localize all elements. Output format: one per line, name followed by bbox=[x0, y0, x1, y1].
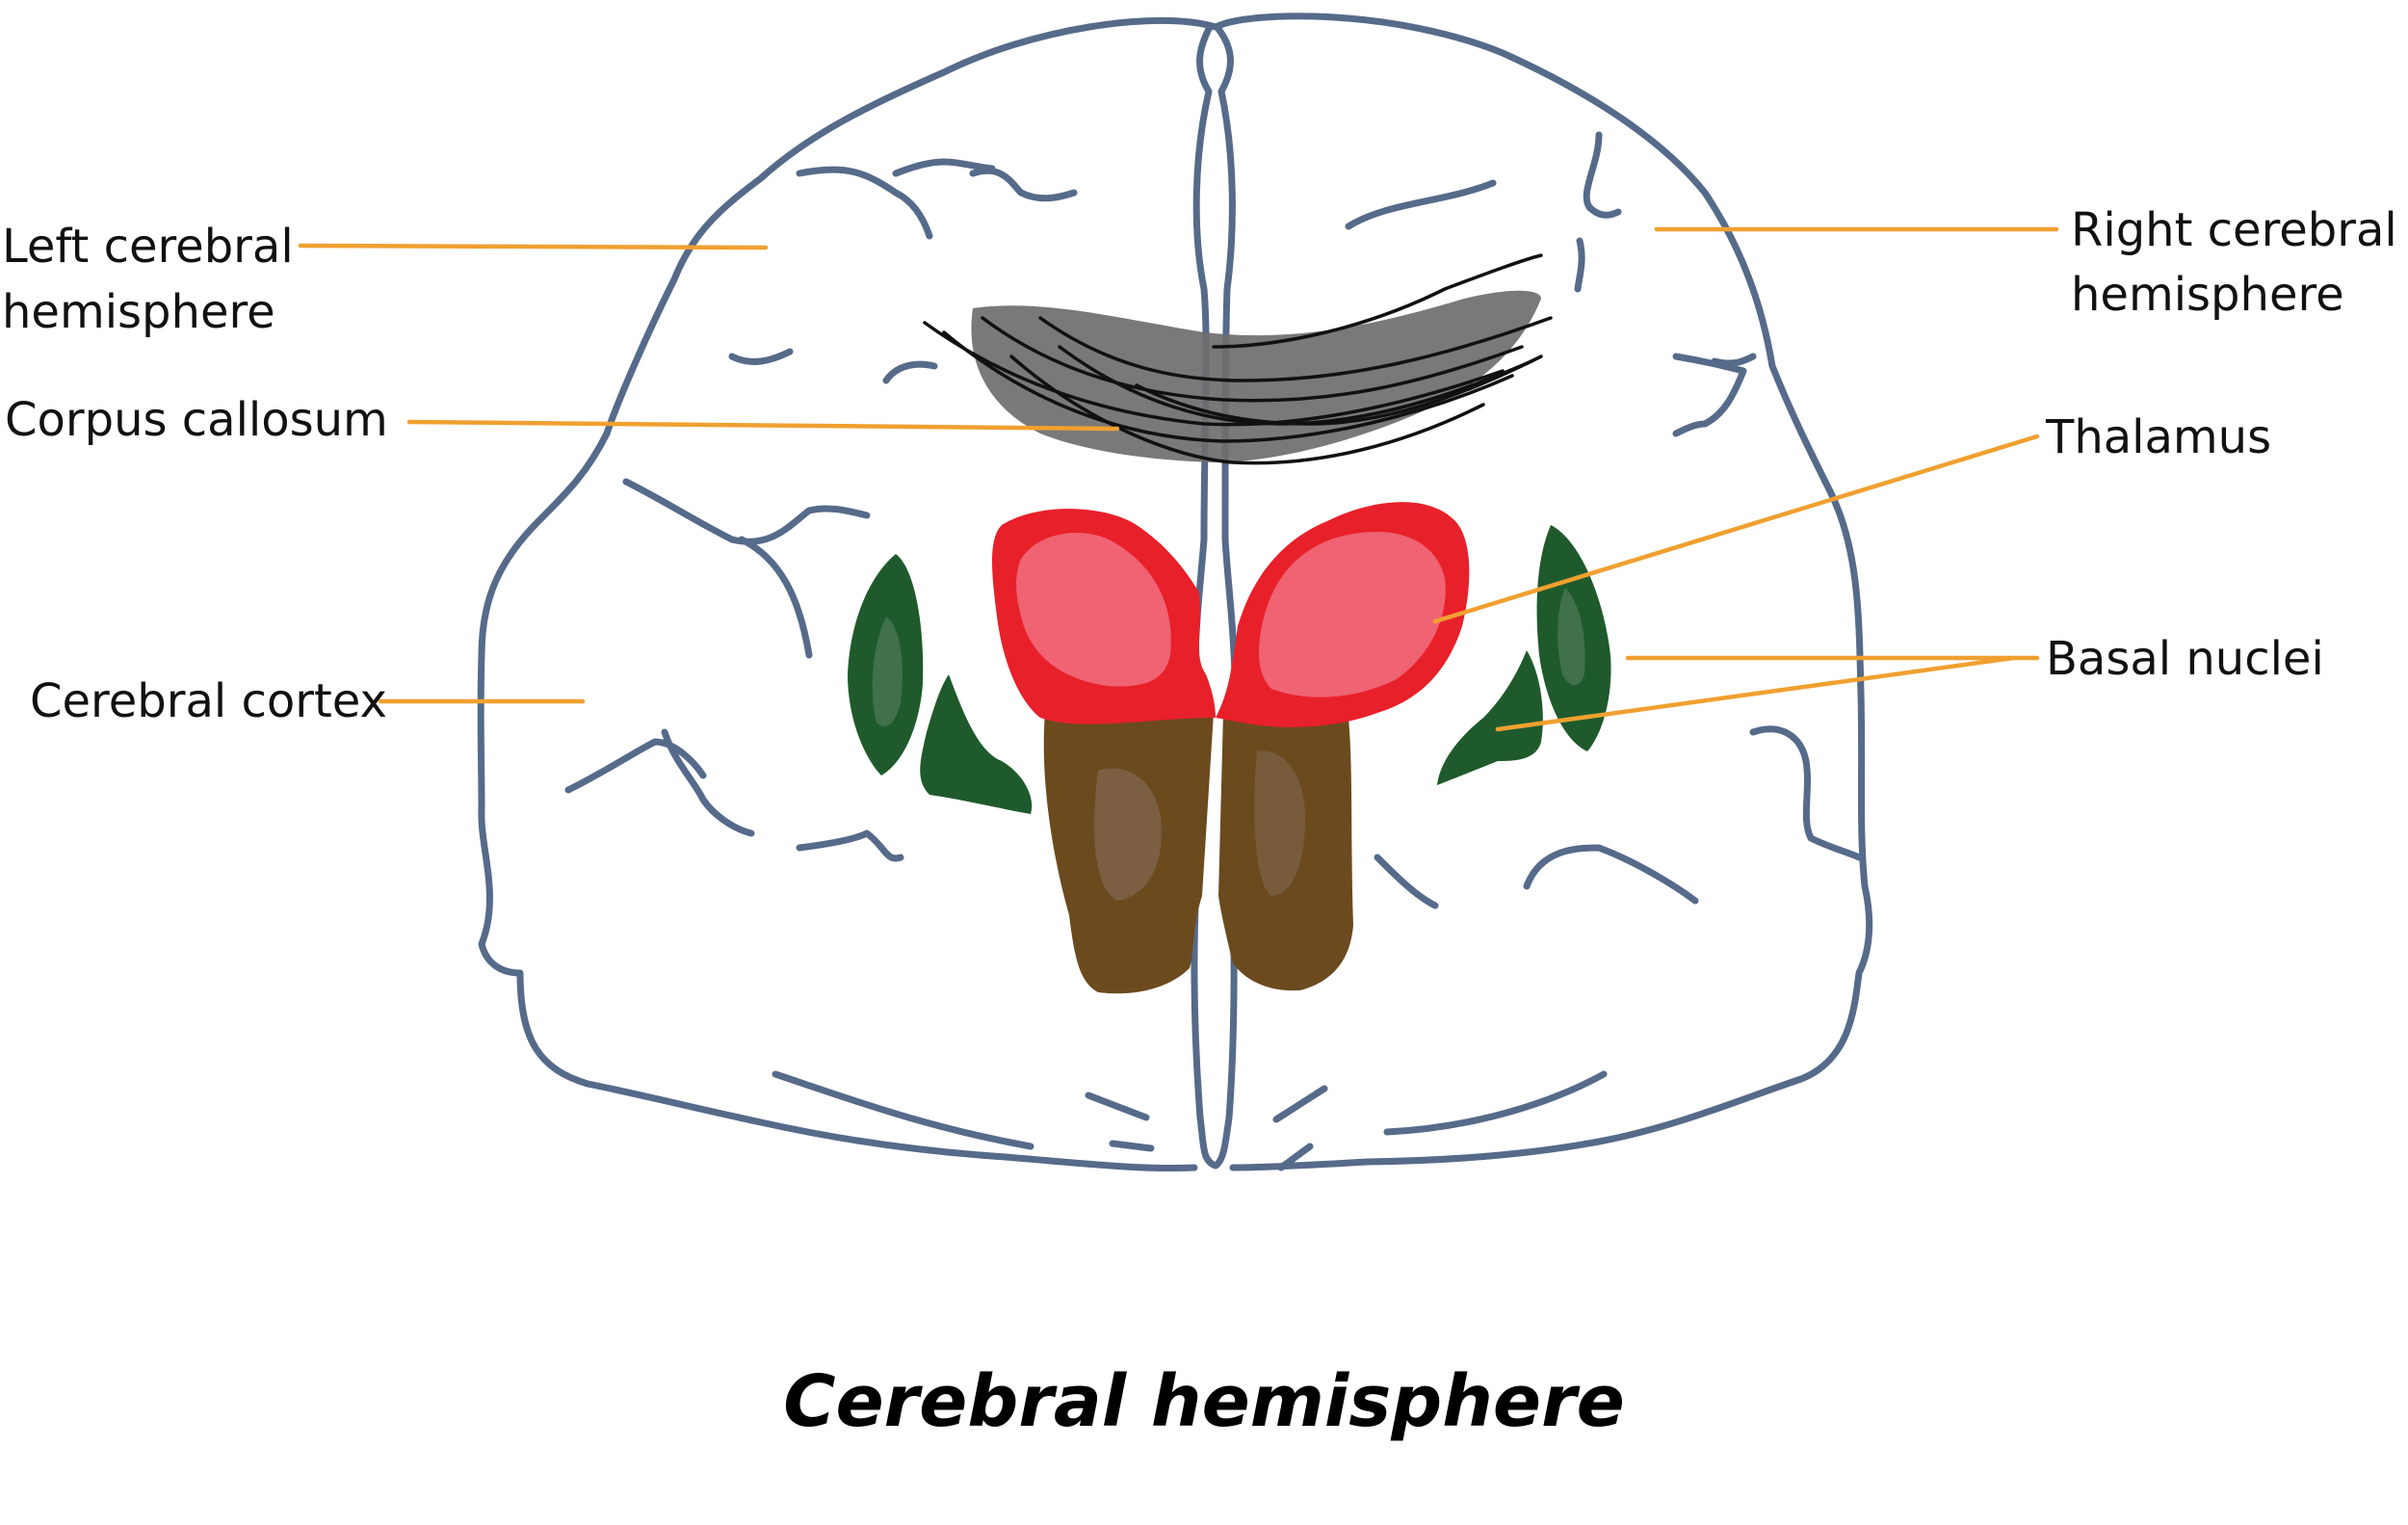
label-corpus-callosum: Corpus callosum bbox=[5, 393, 388, 447]
brainstem-right bbox=[1218, 713, 1353, 991]
sulcus bbox=[892, 158, 996, 177]
diagram-title: Cerebral hemisphere bbox=[783, 1360, 1625, 1443]
lower-arc-right bbox=[1383, 1070, 1608, 1136]
leader-corpus-callosum bbox=[406, 419, 1120, 432]
thalamus bbox=[992, 502, 1470, 727]
corpus-callosum-fiber bbox=[1135, 355, 1543, 426]
lower-dash bbox=[1109, 1140, 1155, 1152]
lower-arc-left bbox=[772, 1070, 1034, 1150]
sulcus bbox=[564, 738, 707, 794]
label-basal-nuclei: Basal nuclei bbox=[2046, 632, 2324, 686]
basal-nuclei-right-caudate bbox=[1437, 650, 1543, 785]
thalamus-left-highlight bbox=[1016, 533, 1171, 687]
leader-left-hemisphere bbox=[298, 243, 769, 250]
sulcus bbox=[969, 167, 1078, 202]
brainstem-highlight bbox=[1254, 750, 1305, 896]
basal-nuclei-highlight bbox=[1557, 588, 1585, 686]
sulcus bbox=[1345, 179, 1497, 230]
sulcus bbox=[1374, 854, 1439, 909]
longitudinal-fissure-right bbox=[1212, 25, 1242, 1170]
label-thalamus: Thalamus bbox=[2045, 410, 2271, 464]
sulcus bbox=[1749, 725, 1863, 861]
corpus-callosum-fiber bbox=[923, 321, 1505, 427]
sulci bbox=[564, 131, 1863, 909]
corpus-callosum-fiber bbox=[942, 330, 1514, 443]
basal-nuclei-highlight bbox=[872, 617, 903, 726]
corpus-callosum-fiber bbox=[1038, 316, 1553, 382]
corpus-callosum bbox=[923, 253, 1553, 465]
label-right-hemisphere-line2: hemisphere bbox=[2071, 268, 2344, 322]
label-right-hemisphere-line1: Right cerebral bbox=[2071, 203, 2397, 257]
sulcus bbox=[796, 166, 933, 240]
corpus-callosum-body bbox=[971, 290, 1541, 462]
lower-dash bbox=[1272, 1085, 1328, 1123]
label-left-hemisphere-line1: Left cerebral bbox=[2, 220, 294, 274]
leader-basal-nuclei-lower bbox=[1495, 655, 2016, 732]
sulcus bbox=[622, 478, 871, 545]
sulcus bbox=[1711, 353, 1757, 367]
sulcus bbox=[882, 360, 938, 384]
lower-contour bbox=[772, 1070, 1608, 1171]
lower-dash bbox=[1085, 1091, 1150, 1121]
sulcus bbox=[1672, 353, 1747, 437]
sulcus bbox=[1574, 237, 1585, 293]
sulcus bbox=[738, 536, 813, 659]
leader-lines bbox=[298, 226, 2059, 732]
label-cerebral-cortex: Cerebral cortex bbox=[30, 674, 387, 728]
right-hemisphere-outline bbox=[1212, 13, 1873, 1171]
sulcus bbox=[1583, 131, 1622, 219]
corpus-callosum-fiber bbox=[1212, 253, 1543, 349]
basal-nuclei bbox=[848, 525, 1611, 814]
sulcus bbox=[1523, 844, 1699, 905]
sulcus bbox=[728, 348, 794, 365]
lower-dash bbox=[1277, 1143, 1314, 1171]
brainstem bbox=[1043, 713, 1353, 994]
left-hemisphere-outline bbox=[477, 16, 1219, 1172]
label-left-hemisphere-line2: hemisphere bbox=[2, 285, 275, 339]
corpus-callosum-fiber bbox=[981, 316, 1524, 403]
thalamus-right-highlight bbox=[1259, 532, 1446, 697]
corpus-callosum-fiber bbox=[1009, 355, 1485, 465]
leader-thalamus bbox=[1432, 434, 2040, 624]
brainstem-highlight bbox=[1094, 768, 1162, 901]
sulcus bbox=[661, 728, 755, 837]
labels: Left cerebral hemisphere Corpus callosum… bbox=[2, 203, 2397, 728]
sulcus bbox=[796, 829, 904, 862]
basal-nuclei-left-caudate bbox=[920, 674, 1033, 814]
